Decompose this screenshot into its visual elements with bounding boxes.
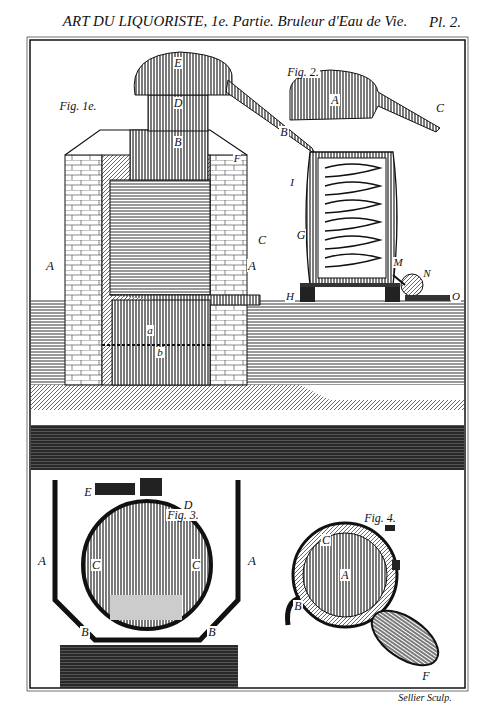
- callout-letter: B: [279, 126, 288, 138]
- callout-letter: D: [183, 499, 194, 511]
- plate-title: ART DU LIQUORISTE, 1e. Partie. Bruleur d…: [63, 14, 407, 29]
- callout-letter: M: [392, 257, 403, 268]
- callout-letter: A: [247, 259, 257, 272]
- callout-letter: C: [257, 234, 267, 246]
- coil-turn: [325, 236, 380, 249]
- callout-letter: C: [435, 102, 445, 114]
- engraver-signature: Sellier Sculp.: [397, 693, 452, 703]
- callout-letter: C: [321, 534, 331, 546]
- callout-letter: D: [173, 97, 184, 109]
- callout-letter: A: [340, 569, 349, 581]
- callout-letter: E: [83, 486, 92, 498]
- coil-turn: [325, 200, 380, 213]
- callout-letter: O: [451, 291, 461, 302]
- callout-letter: F: [421, 670, 430, 682]
- callout-letter: F: [233, 153, 242, 164]
- coil-turn: [325, 164, 380, 177]
- callout-letter: b: [156, 347, 164, 358]
- callout-letter: B: [207, 626, 216, 638]
- callout-letter: B: [173, 136, 182, 148]
- callout-letter: B: [293, 600, 302, 612]
- callout-letter: Pl. 2.: [428, 15, 462, 30]
- callout-letter: N: [422, 268, 431, 279]
- coil-turn: [325, 218, 380, 231]
- callout-letter: H: [285, 291, 295, 302]
- coil-turn: [325, 254, 380, 267]
- callout-letter: E: [173, 57, 182, 69]
- callout-letter: C: [191, 559, 201, 571]
- figure-label: Fig. 1e.: [59, 100, 98, 112]
- callout-letter: C: [91, 559, 101, 571]
- callout-letter: I: [289, 177, 295, 188]
- callout-letter: A: [45, 259, 55, 272]
- callout-letter: A: [247, 554, 257, 567]
- figure-label: Fig. 4.: [363, 512, 397, 524]
- callout-letter: G: [296, 229, 307, 241]
- figure-label: Fig. 2.: [286, 66, 320, 78]
- callout-letter: A: [37, 554, 47, 567]
- coil-turn: [325, 182, 380, 195]
- callout-letter: A: [330, 94, 339, 106]
- callout-letter: a: [146, 325, 154, 336]
- callout-letter: B: [80, 626, 89, 638]
